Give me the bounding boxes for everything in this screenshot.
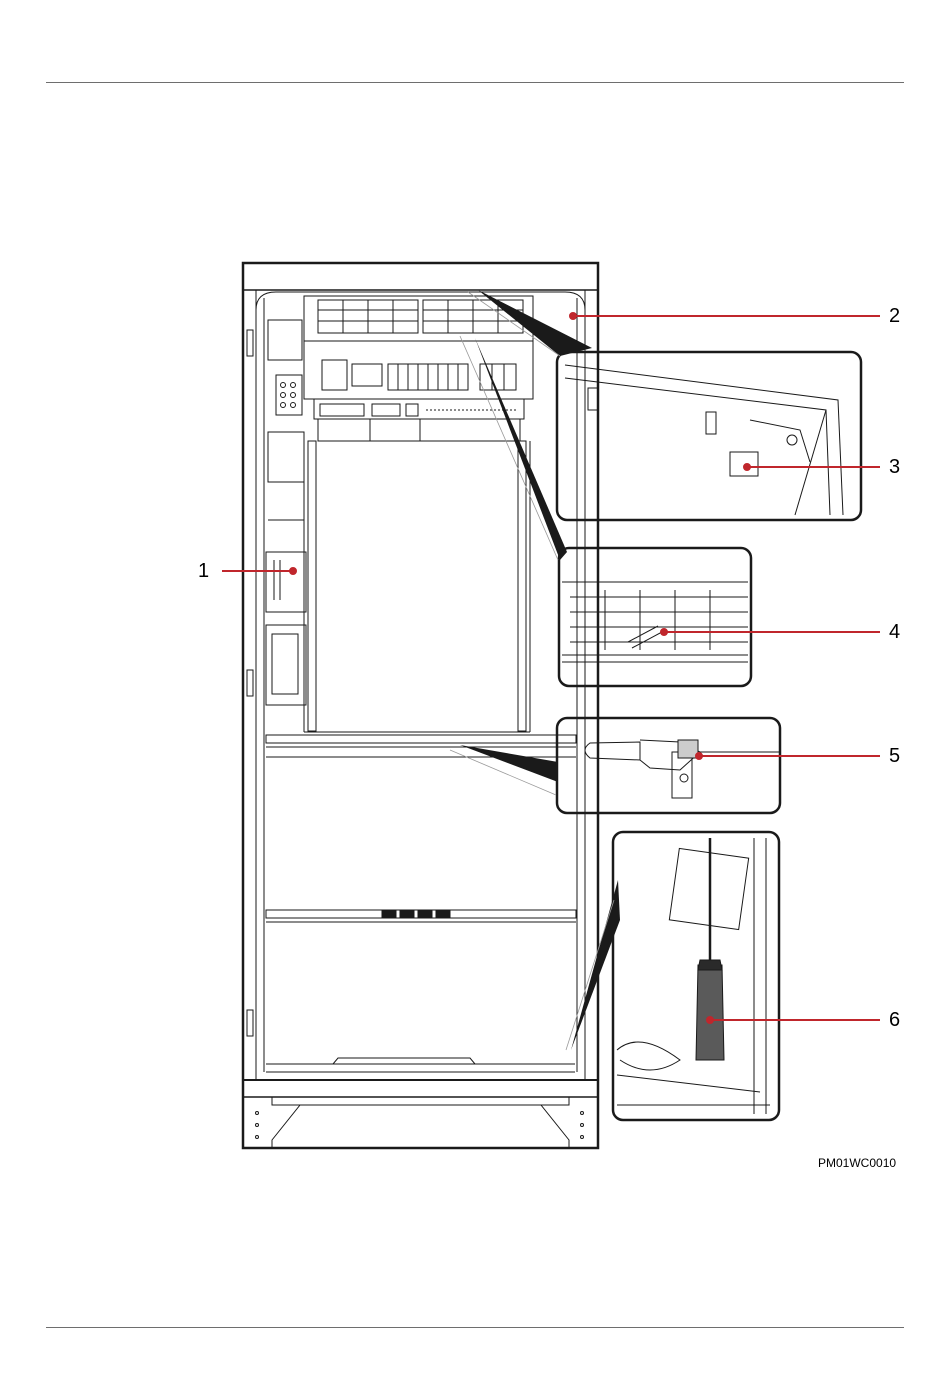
power-subrack xyxy=(304,296,533,441)
callout-6: 6 xyxy=(889,1010,900,1030)
leader-1-dot xyxy=(290,568,296,574)
leader-4-dot xyxy=(661,629,667,635)
callout-2: 2 xyxy=(889,306,900,326)
detail-inset-mid xyxy=(559,548,751,686)
figure-code: PM01WC0010 xyxy=(818,1156,896,1170)
mounting-rails xyxy=(304,441,530,732)
shelf-upper xyxy=(266,735,576,757)
leader-2-dot xyxy=(570,313,576,319)
callout-1: 1 xyxy=(198,561,209,581)
zoom-wedges xyxy=(460,290,620,1050)
detail-inset-top xyxy=(557,352,861,520)
leader-5-dot xyxy=(696,753,702,759)
side-equipment xyxy=(266,320,306,705)
callout-5: 5 xyxy=(889,746,900,766)
callout-4: 4 xyxy=(889,622,900,642)
shelf-lower xyxy=(266,910,576,922)
leader-6-dot xyxy=(707,1017,713,1023)
detail-inset-bottom xyxy=(613,832,779,1120)
callout-3: 3 xyxy=(889,457,900,477)
detail-inset-sensor xyxy=(557,718,780,813)
zoom-wedge-outlines xyxy=(450,292,614,1050)
leader-3-dot xyxy=(744,464,750,470)
